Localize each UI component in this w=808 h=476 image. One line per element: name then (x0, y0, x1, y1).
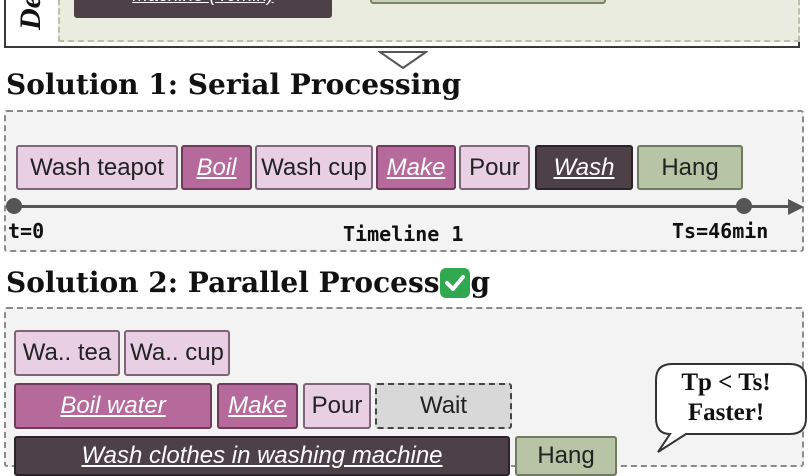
task-wash: Wash (535, 145, 633, 190)
task-hang: Hang (637, 145, 743, 190)
timeline-arrowhead-icon (788, 199, 804, 215)
timeline-axis (8, 205, 794, 208)
check-mark-icon (440, 268, 470, 298)
task-pour: Pour (459, 145, 530, 190)
task-wash-teapot-short: Wa.. tea (14, 330, 120, 376)
task-wash-clothes: Wash clothes in washing machine (14, 436, 510, 476)
timeline-end-label: Ts=46min (672, 219, 769, 243)
previous-dark-task-label: Machine (40min) (74, 0, 332, 8)
previous-green-task-block (370, 0, 606, 4)
callout-line-1: Tp < Ts! (681, 369, 771, 396)
task-make: Make (376, 145, 456, 190)
previous-dark-task-block (74, 0, 332, 18)
task-hang-clothes: Hang (515, 436, 617, 476)
task-pour-tea: Pour (303, 383, 371, 429)
task-boil-water: Boil water (14, 383, 212, 429)
task-boil: Boil (181, 145, 252, 190)
task-wash-cup-short: Wa.. cup (124, 330, 230, 376)
callout-speech-bubble (655, 363, 807, 453)
task-make-tea: Make (217, 383, 298, 429)
timeline-start-label: t=0 (8, 219, 45, 243)
solution2-title: Solution 2: Parallel Processing (6, 266, 491, 299)
previous-section-side-label: De (14, 0, 47, 30)
task-wash-cup: Wash cup (255, 145, 373, 190)
solution1-title: Solution 1: Serial Processing (6, 68, 462, 101)
down-arrow-icon (378, 51, 428, 70)
task-wash-teapot: Wash teapot (16, 145, 178, 190)
callout-line-2: Faster! (687, 399, 765, 426)
timeline-label: Timeline 1 (343, 222, 464, 246)
timeline-end-marker (736, 198, 752, 214)
timeline-start-marker (6, 198, 22, 214)
callout-text: Tp < Ts! Faster! (656, 368, 796, 428)
task-wait: Wait (375, 383, 512, 429)
